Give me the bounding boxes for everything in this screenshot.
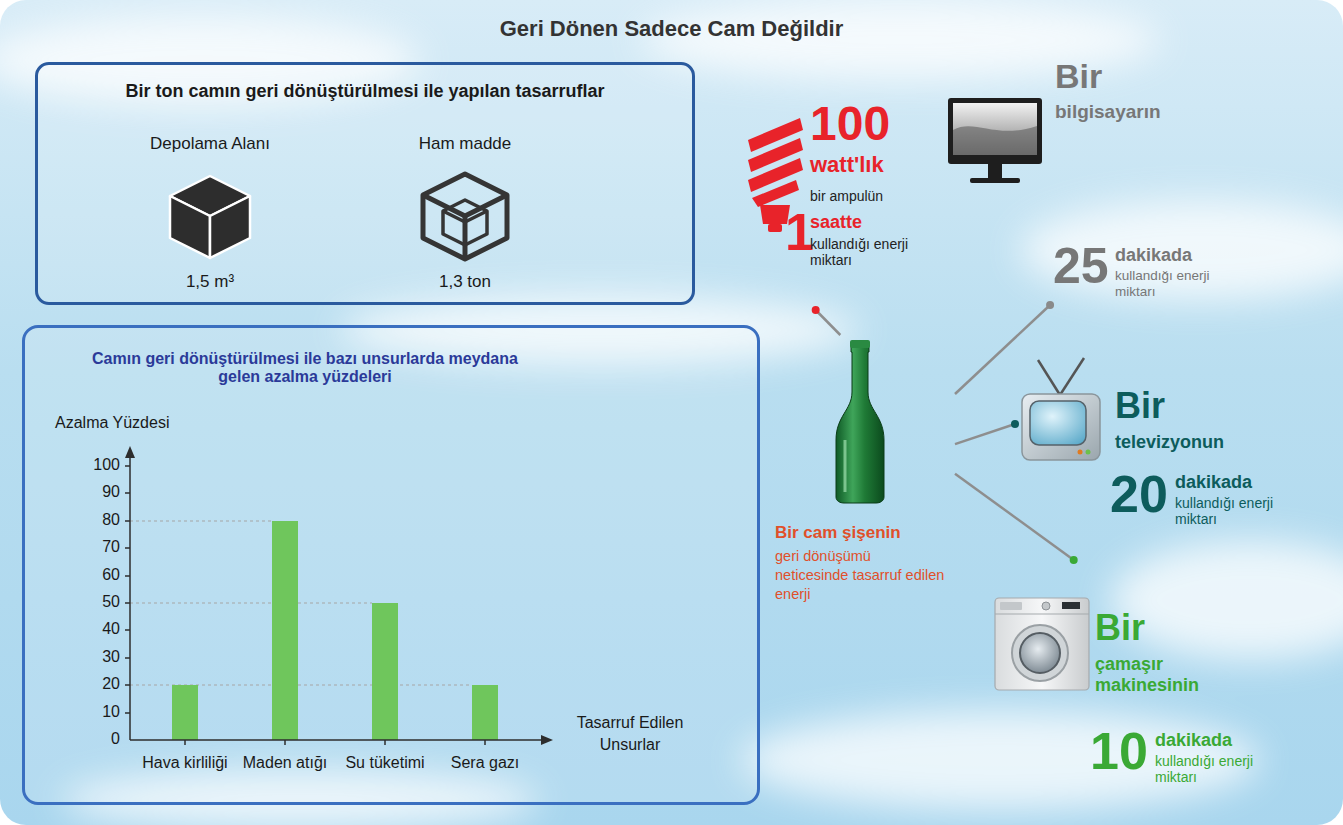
node-text: televizyonun xyxy=(1115,432,1224,453)
television-icon xyxy=(1022,358,1100,460)
chart-label: 20 xyxy=(88,675,120,693)
connector-dot xyxy=(1070,556,1078,564)
node-text: 1,3 ton xyxy=(390,272,540,292)
leader-connector xyxy=(955,474,1078,564)
chart-label: Azalma Yüzdesi xyxy=(55,414,169,432)
node-text: dakikada xyxy=(1175,472,1252,493)
washing-machine-icon xyxy=(995,598,1089,690)
computer-callout: Bir bilgisayarın 25 dakikadakullandığı ener… xyxy=(945,55,1229,305)
chart-panel: Camın geri dönüştürülmesi ile bazı unsur… xyxy=(22,325,760,805)
computer-monitor-icon xyxy=(948,98,1042,183)
node-text: watt'lık xyxy=(810,152,884,177)
node-text: Depolama Alanı xyxy=(130,134,290,154)
chart-label: 100 xyxy=(88,456,120,474)
washing-machine-callout: Bir çamaşır makinesinin 10 dakikadakullandı… xyxy=(990,560,1260,800)
connector-line xyxy=(955,474,1074,560)
chart-label: 70 xyxy=(88,538,120,556)
node-text: 1,5 m³ xyxy=(130,272,290,292)
node-text: 10 xyxy=(1090,725,1148,777)
node-text: dakikada xyxy=(1155,730,1232,751)
chart-label: 80 xyxy=(88,511,120,529)
raw-material-item: Ham madde 1,3 ton xyxy=(390,132,544,304)
node-text: Bir xyxy=(1095,610,1145,646)
lamp-callout: 100 watt'lık bir ampulün 1saatte kullandığı … xyxy=(745,100,936,310)
chart-label: Sera gazı xyxy=(435,752,535,774)
node-text: Bir cam şişenin xyxy=(775,523,901,543)
node-text: kullandığı enerji miktarı xyxy=(810,236,932,268)
node-text: bir ampulün xyxy=(810,188,883,204)
node-text: kullandığı enerji miktarı xyxy=(1115,268,1225,299)
chart-label: 60 xyxy=(88,566,120,584)
savings-panel: Bir ton camın geri dönüştürülmesi ile ya… xyxy=(35,62,695,305)
bottle-callout: Bir cam şişenin geri dönüşümü neticesinde… xyxy=(770,335,955,630)
node-text: çamaşır makinesinin xyxy=(1095,654,1235,695)
connector-line xyxy=(816,310,841,335)
chart-label: Maden atığı xyxy=(235,752,335,774)
node-text: Ham madde xyxy=(390,134,540,154)
diagram-title: Geri Dönen Sadece Cam Değildir xyxy=(0,16,1343,41)
chart-label: Su tüketimi xyxy=(335,752,435,774)
node-text: kullandığı enerji miktarı xyxy=(1175,495,1295,527)
chart-label: 90 xyxy=(88,483,120,501)
chart-label: Hava kirliliği xyxy=(135,752,235,774)
node-text: 100 xyxy=(810,100,890,148)
node-text: 20 xyxy=(1110,468,1168,520)
connector-line xyxy=(955,424,1015,444)
connector-dot xyxy=(1046,301,1054,309)
chart-label: 40 xyxy=(88,620,120,638)
leader-connector xyxy=(955,420,1019,444)
node-text: saatte xyxy=(810,212,862,233)
connector-dot xyxy=(812,306,820,314)
chart-label: 0 xyxy=(88,730,120,748)
node-text: Bir xyxy=(1055,59,1102,93)
node-text: Camın geri dönüştürülmesi ile bazı unsur… xyxy=(85,350,525,387)
node-text: 25 xyxy=(1053,241,1109,291)
storage-item: Depolama Alanı 1,5 m³ xyxy=(130,132,294,304)
chart-label: 50 xyxy=(88,593,120,611)
node-text: dakikada xyxy=(1115,245,1192,266)
node-text: 1 xyxy=(785,206,814,258)
node-text: kullandığı enerji miktarı xyxy=(1155,753,1255,785)
node-text: Bir ton camın geri dönüştürülmesi ile ya… xyxy=(48,81,682,102)
node-text: Bir xyxy=(1115,388,1165,424)
connector-dot xyxy=(1011,420,1019,428)
connector-line xyxy=(955,305,1050,394)
television-callout: Bir televizyonun 20 dakikadakullandığı ener… xyxy=(1015,368,1305,568)
chart-label: Tasarruf Edilen Unsurlar xyxy=(560,712,700,755)
node-text: bilgisayarın xyxy=(1055,101,1161,123)
leader-connector xyxy=(955,301,1054,394)
leader-connector xyxy=(812,306,841,335)
node-text: geri dönüşümü neticesinde tasarruf edile… xyxy=(775,547,947,604)
glass-bottle-icon xyxy=(836,340,884,503)
chart-label: 10 xyxy=(88,703,120,721)
chart-label: 30 xyxy=(88,648,120,666)
